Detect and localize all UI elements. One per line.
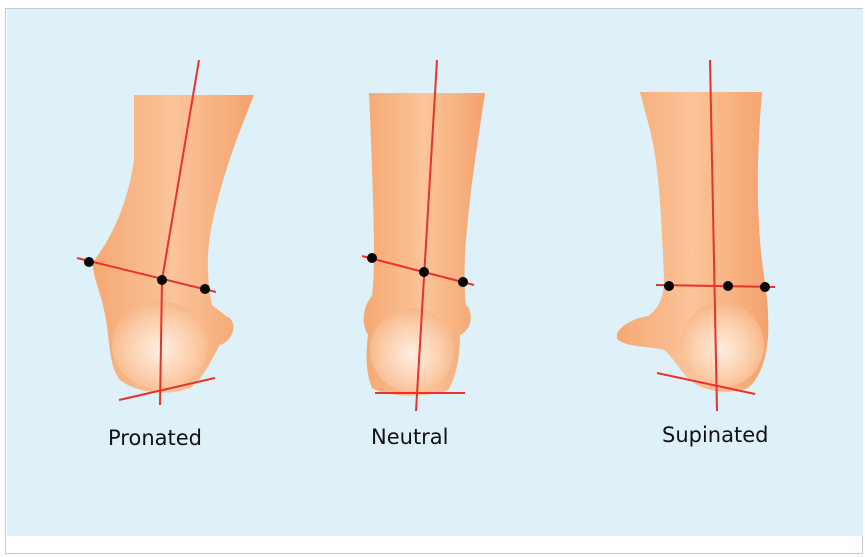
foot-neutral: [362, 60, 485, 411]
neutral-marker-medial: [367, 253, 377, 263]
label-neutral: Neutral: [371, 425, 449, 449]
label-supinated: Supinated: [662, 423, 768, 447]
pronated-marker-center: [157, 275, 167, 285]
pronated-marker-lateral: [200, 284, 210, 294]
neutral-heel-highlight: [370, 308, 454, 392]
neutral-marker-lateral: [458, 277, 468, 287]
foot-supinated: [617, 60, 775, 411]
neutral-marker-center: [419, 267, 429, 277]
label-pronated: Pronated: [108, 426, 202, 450]
supinated-marker-medial: [664, 281, 674, 291]
supinated-heel-highlight: [680, 303, 764, 387]
supinated-marker-center: [723, 281, 733, 291]
foot-pronated: [77, 60, 254, 405]
supinated-marker-lateral: [760, 282, 770, 292]
pronated-marker-medial: [84, 257, 94, 267]
